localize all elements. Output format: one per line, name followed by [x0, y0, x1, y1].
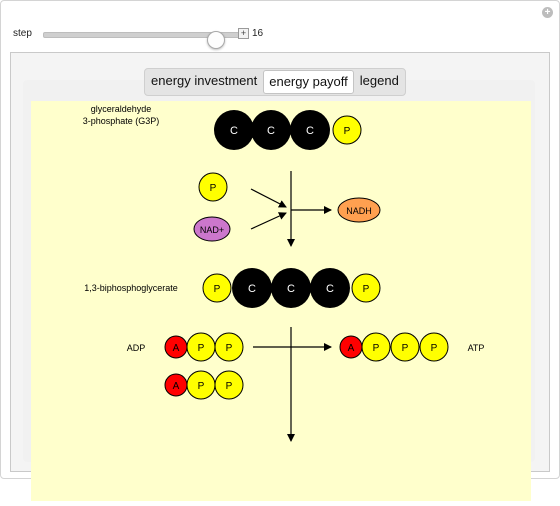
phosphate-atom	[351, 273, 381, 303]
tab-energy-investment[interactable]: energy investment	[151, 73, 258, 88]
g3p-label-line2: 3-phosphate (G3P)	[83, 116, 160, 126]
g3p-label-line1: glyceraldehyde	[91, 104, 152, 114]
phosphate-label: P	[402, 343, 409, 354]
adenosine-label: A	[348, 343, 355, 354]
phosphate-label: P	[431, 343, 438, 354]
carbon-atom	[310, 268, 350, 308]
step-label: step	[13, 28, 32, 39]
phosphate-atom	[214, 370, 244, 400]
step-slider[interactable]	[43, 31, 245, 49]
carbon-atom	[290, 110, 330, 150]
carbon-label: C	[306, 125, 314, 137]
glycolysis-diagram: glyceraldehyde 3-phosphate (G3P) C C C P…	[83, 104, 485, 442]
reaction-arrow-in	[250, 212, 287, 230]
phosphate-label: P	[198, 343, 205, 354]
reaction-arrow-in	[250, 188, 287, 208]
phosphate-label: P	[373, 343, 380, 354]
g3p-molecule: C C C P	[214, 110, 362, 150]
view-tabs: energy investment energy payoff legend	[144, 68, 406, 96]
atp-molecule: A P P P	[339, 332, 449, 362]
expand-plus-icon[interactable]: +	[542, 7, 553, 18]
carbon-atom	[251, 110, 291, 150]
phosphate-label: P	[344, 126, 351, 137]
atp-label: ATP	[468, 343, 485, 353]
phosphate-atom	[419, 332, 449, 362]
adenosine-label: A	[173, 343, 180, 354]
bpg-molecule: P C C C P	[202, 268, 381, 308]
phosphate-label: P	[198, 381, 205, 392]
adp-molecule: A P P	[164, 332, 244, 362]
carbon-atom	[271, 268, 311, 308]
adp-molecule: A P P	[164, 370, 244, 400]
phosphate-atom	[390, 332, 420, 362]
adp-label: ADP	[127, 343, 146, 353]
phosphate-label: P	[226, 381, 233, 392]
phosphate-label: P	[226, 343, 233, 354]
phosphate-label: P	[214, 284, 221, 295]
phosphate-label: P	[210, 183, 217, 194]
adenosine-label: A	[173, 381, 180, 392]
carbon-label: C	[248, 283, 256, 295]
phosphate-atom	[198, 172, 228, 202]
nad-plus-label: NAD+	[200, 225, 224, 235]
step-value: 16	[252, 28, 264, 39]
nad-plus-molecule	[193, 216, 231, 242]
phosphate-atom	[214, 332, 244, 362]
phosphate-atom	[202, 273, 232, 303]
nadh-label: NADH	[346, 206, 372, 216]
bpg-label: 1,3-biphosphoglycerate	[84, 283, 178, 293]
step-slider-thumb[interactable]	[207, 31, 225, 49]
carbon-label: C	[287, 283, 295, 295]
diagram-canvas: glyceraldehyde 3-phosphate (G3P) C C C P…	[31, 101, 531, 501]
tab-energy-payoff[interactable]: energy payoff	[263, 70, 354, 94]
nadh-molecule	[337, 197, 381, 223]
phosphate-atom	[332, 115, 362, 145]
carbon-label: C	[326, 283, 334, 295]
carbon-label: C	[267, 125, 275, 137]
carbon-atom	[232, 268, 272, 308]
phosphate-atom	[361, 332, 391, 362]
tab-legend[interactable]: legend	[359, 73, 399, 88]
output-panel: energy investment energy payoff legend g…	[10, 52, 550, 501]
step-increment-plus-icon[interactable]: +	[238, 28, 249, 39]
carbon-atom	[214, 110, 254, 150]
phosphate-label: P	[363, 284, 370, 295]
carbon-label: C	[230, 125, 238, 137]
